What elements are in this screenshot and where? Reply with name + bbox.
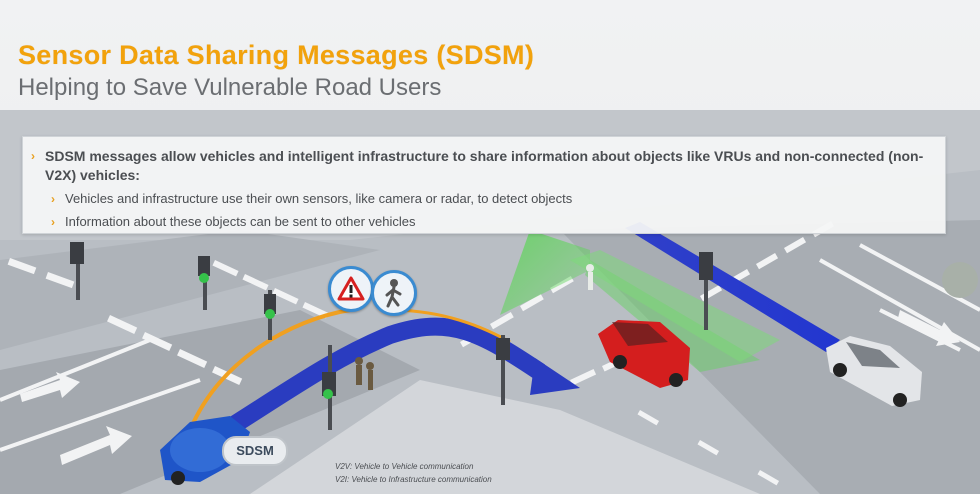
legend-item: V2I: Vehicle to Infrastructure communica… — [335, 475, 492, 484]
chevron-right-icon: › — [51, 215, 55, 229]
pedestrian-icon — [371, 270, 417, 316]
chevron-right-icon: › — [51, 192, 55, 206]
bullet-sub: Vehicles and infrastructure use their ow… — [65, 191, 573, 206]
bullet-main: SDSM messages allow vehicles and intelli… — [45, 148, 924, 183]
sdsm-badge: SDSM — [222, 436, 288, 466]
slide-title: Sensor Data Sharing Messages (SDSM) — [18, 40, 535, 70]
chevron-right-icon: › — [31, 149, 35, 163]
legend-item: V2V: Vehicle to Vehicle communication — [335, 462, 474, 471]
warning-triangle-icon — [328, 266, 374, 312]
bullet-sub: Information about these objects can be s… — [65, 214, 416, 229]
legend: V2V: Vehicle to Vehicle communication V2… — [335, 460, 492, 486]
slide-subtitle: Helping to Save Vulnerable Road Users — [18, 74, 442, 101]
bullet-box: › SDSM messages allow vehicles and intel… — [22, 136, 946, 234]
